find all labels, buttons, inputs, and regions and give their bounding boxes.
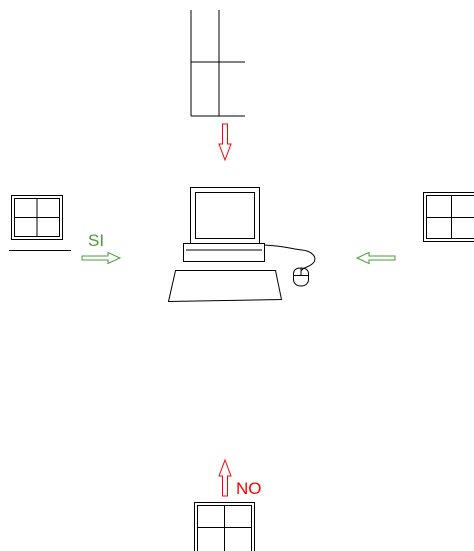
- window-top-icon: [191, 10, 245, 116]
- window-left-icon: [9, 196, 71, 251]
- arrow-down-icon: [219, 124, 231, 160]
- mouse-icon: [294, 268, 309, 286]
- arrow-left-icon: [357, 253, 395, 264]
- window-bottom-icon: [195, 503, 255, 551]
- arrow-right-icon: [82, 253, 120, 264]
- label-si: SI: [88, 231, 104, 250]
- window-right-icon: [424, 193, 474, 242]
- label-no: NO: [236, 479, 262, 498]
- desktop-computer-icon: [169, 188, 315, 302]
- arrow-up-icon: [219, 460, 231, 496]
